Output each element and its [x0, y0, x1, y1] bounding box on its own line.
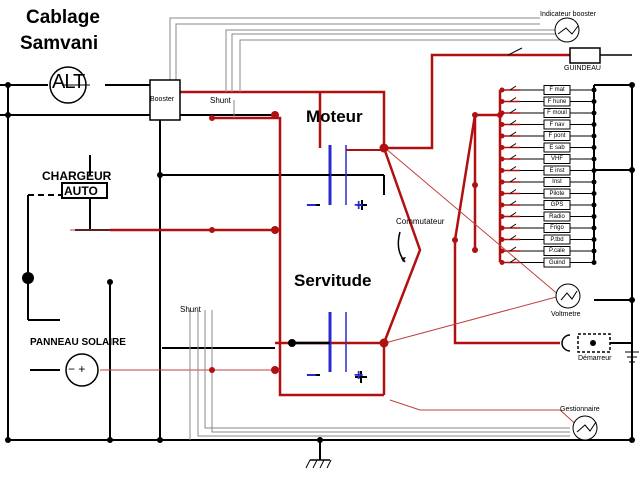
demarreur-label: Démarreur [578, 355, 612, 362]
breaker-switch [509, 235, 517, 240]
servitude-plus: + [354, 367, 364, 384]
breaker-label: GPS [550, 202, 564, 208]
bus-node [591, 168, 597, 173]
indicateur-label: Indicateur booster [540, 11, 597, 18]
breaker-switch [509, 143, 517, 148]
breaker-label: Inst [552, 179, 562, 185]
booster-label: Booster [150, 96, 175, 103]
diagram-title-line2: Samvani [20, 33, 99, 54]
alternator-label: ALT [52, 71, 85, 93]
bus-node [591, 202, 597, 208]
bus-node [591, 110, 597, 116]
shunt-top-label: Shunt [210, 96, 231, 105]
breaker-switch [509, 120, 517, 125]
chargeur-box [61, 182, 108, 199]
bus-node [591, 191, 597, 196]
breaker-switch [509, 177, 517, 183]
chargeur-auto-label: AUTO [64, 184, 98, 198]
booster-box [149, 79, 181, 121]
guindeau-fuse [569, 47, 601, 64]
breaker-label: Guind [548, 259, 565, 266]
battery-servitude [290, 312, 384, 383]
breaker-label: F pont [548, 133, 566, 139]
breaker-label: Radio [549, 213, 565, 220]
breaker-node [499, 133, 505, 139]
breaker-label: F mat [549, 87, 565, 93]
breaker-node [499, 110, 505, 116]
bus-node [591, 99, 597, 104]
breaker-switch [509, 212, 517, 217]
bus-node [591, 214, 597, 219]
breaker-label: E inst [549, 167, 565, 174]
servitude-label: Servitude [294, 271, 372, 290]
moteur-label: Moteur [306, 107, 363, 126]
breaker-switch [509, 97, 517, 102]
breaker-label: Frigo [550, 225, 564, 231]
guindeau-label: GUINDEAU [564, 65, 601, 72]
servitude-minus: − [306, 365, 317, 385]
chargeur-label: CHARGEUR [42, 169, 112, 183]
breaker-switch [509, 131, 517, 137]
breaker-node [499, 145, 505, 150]
breaker-label: P.cale [549, 248, 565, 254]
breaker-label: F nav [549, 121, 565, 128]
moteur-plus: + [354, 197, 364, 214]
breaker-label: P.tbd [550, 236, 564, 243]
breaker-node [499, 122, 505, 127]
bus-node [591, 260, 597, 265]
shunt-mid-label: Shunt [180, 305, 201, 314]
breaker-switch [509, 85, 517, 91]
voltmetre-label: Voltmetre [551, 311, 581, 318]
bus-node [591, 122, 597, 127]
bus-node [591, 225, 597, 231]
commutateur-label: Commutateur [396, 217, 445, 226]
breaker-switch [509, 189, 517, 194]
breaker-node [499, 156, 505, 162]
breaker-node [499, 179, 505, 185]
breaker-node [499, 248, 505, 254]
breaker-switch [509, 166, 517, 171]
breaker-switch [509, 223, 517, 229]
bus-node [591, 248, 597, 254]
breaker-label: F mouil [547, 110, 567, 116]
battery-moteur [300, 145, 384, 210]
bus-node [591, 237, 597, 242]
bus-node [591, 133, 597, 139]
breaker-switch [509, 246, 517, 252]
breaker-node [499, 191, 505, 196]
bus-node [591, 156, 597, 162]
diagram-title-line1: Cablage [26, 7, 100, 28]
solar-panel-symbol [65, 353, 99, 387]
breaker-node [499, 260, 505, 265]
breaker-panel [499, 85, 597, 268]
breaker-switch [509, 200, 517, 206]
breaker-label: VHF [551, 156, 563, 162]
breaker-switch [509, 258, 517, 263]
panneau-label: PANNEAU SOLAIRE [30, 337, 126, 348]
breaker-label: Pilote [549, 190, 565, 197]
breaker-switch [509, 154, 517, 160]
breaker-label: F hune [547, 98, 567, 105]
breaker-switch [509, 108, 517, 114]
bus-node [591, 145, 597, 150]
breaker-node [499, 168, 505, 173]
breaker-node [499, 237, 505, 242]
breaker-label: E sab [549, 144, 565, 151]
breaker-node [499, 99, 505, 104]
bus-node [591, 179, 597, 185]
breaker-node [499, 202, 505, 208]
breaker-node [499, 87, 505, 93]
breaker-node [499, 214, 505, 219]
breaker-node [499, 225, 505, 231]
moteur-minus: − [306, 195, 317, 215]
bus-node [591, 87, 597, 93]
gestionnaire-label: Gestionnaire [560, 406, 600, 413]
solar-minus-plus: − + [68, 362, 86, 376]
